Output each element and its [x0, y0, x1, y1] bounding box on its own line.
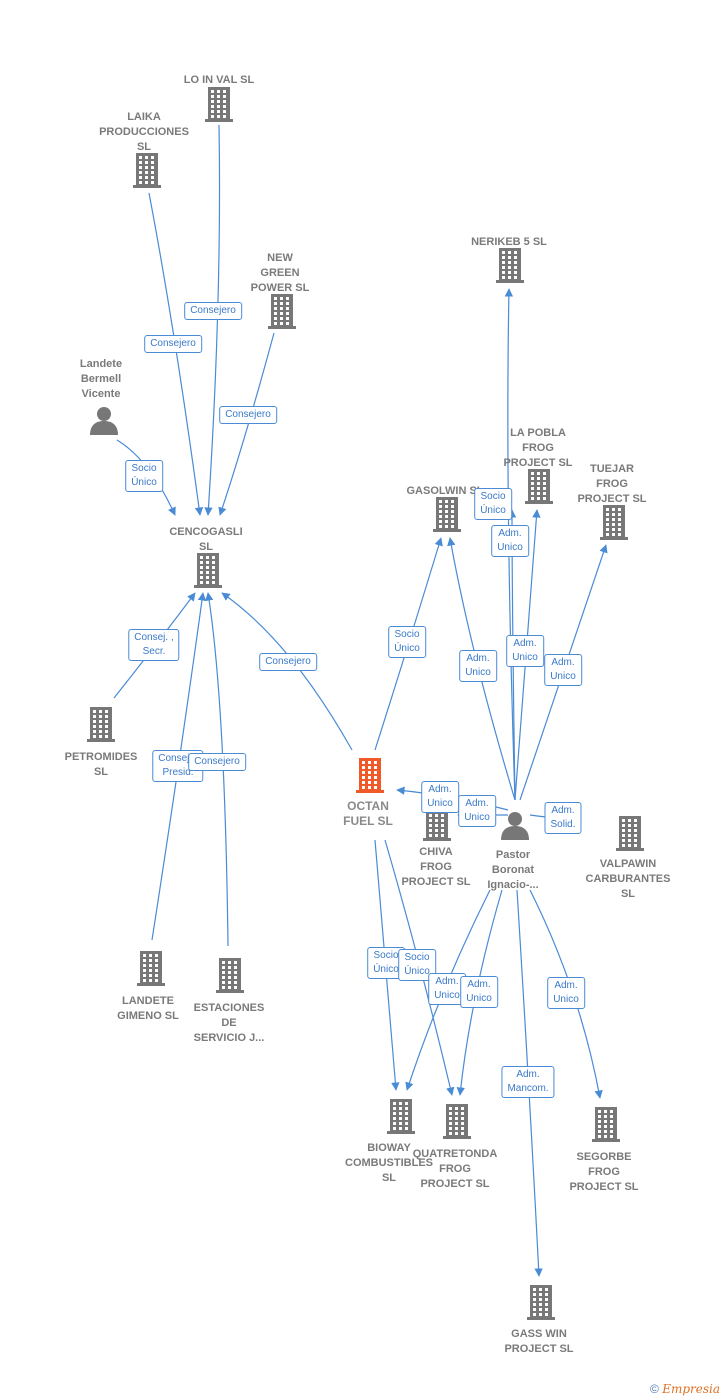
node-label[interactable]: GASOLWIN SL [406, 485, 484, 497]
node-label[interactable]: BIOWAY COMBUSTIBLES SL [345, 1142, 433, 1184]
node-valpawin[interactable]: VALPAWIN CARBURANTES SL [586, 857, 671, 902]
node-quatretonda[interactable]: QUATRETONDA FROG PROJECT SL [413, 1147, 498, 1192]
building-icon[interactable] [600, 504, 628, 540]
edge-octan-cencogasli [221, 592, 353, 751]
node-lapobla[interactable]: LA POBLA FROG PROJECT SL [503, 426, 572, 471]
node-landete_person[interactable]: Landete Bermell Vicente [80, 357, 122, 402]
edge-label[interactable]: Socio Único [388, 626, 426, 658]
footer-brand: © Empresia [650, 1382, 720, 1396]
edge-label[interactable]: Adm. Unico [547, 977, 585, 1009]
node-label[interactable]: TUEJAR FROG PROJECT SL [577, 463, 647, 505]
building-icon[interactable] [496, 247, 524, 283]
edge-label[interactable]: Adm. Unico [460, 976, 498, 1008]
building-icon[interactable] [137, 950, 165, 986]
node-label[interactable]: SEGORBE FROG PROJECT SL [569, 1151, 639, 1193]
building-icon[interactable] [87, 706, 115, 742]
edge-label[interactable]: Consejero [259, 653, 317, 671]
node-label[interactable]: NERIKEB 5 SL [471, 236, 547, 248]
building-icon[interactable] [205, 86, 233, 122]
node-label[interactable]: OCTAN FUEL SL [343, 799, 393, 828]
node-label[interactable]: CENCOGASLI SL [169, 526, 243, 553]
building-icon[interactable] [443, 1103, 471, 1139]
edge-loinval-cencogasli [204, 124, 221, 516]
edge-label[interactable]: Consej. , Secr. [128, 629, 180, 661]
edge-label[interactable]: Adm. Unico [491, 525, 529, 557]
node-label[interactable]: QUATRETONDA FROG PROJECT SL [412, 1148, 498, 1190]
node-label[interactable]: ESTACIONES DE SERVICIO J... [193, 1002, 265, 1044]
edge-label[interactable]: Adm. Solid. [544, 802, 582, 834]
node-loinval[interactable]: LO IN VAL SL [184, 73, 255, 88]
edge-label[interactable]: Consejero [144, 335, 202, 353]
node-pastor[interactable]: Pastor Boronat Ignacio-... [487, 848, 538, 893]
edge-estaciones-cencogasli [205, 592, 229, 947]
edge-label[interactable]: Adm. Unico [544, 654, 582, 686]
building-icon[interactable] [387, 1098, 415, 1134]
edge-label[interactable]: Adm. Unico [458, 795, 496, 827]
node-newgreen[interactable]: NEW GREEN POWER SL [251, 251, 310, 296]
node-estaciones[interactable]: ESTACIONES DE SERVICIO J... [194, 1001, 265, 1046]
node-label[interactable]: Pastor Boronat Ignacio-... [487, 849, 539, 891]
edge-label[interactable]: Consejero [184, 302, 242, 320]
edge-pastor-nerikeb [504, 288, 516, 801]
edges [113, 124, 608, 1277]
node-label[interactable]: GASS WIN PROJECT SL [504, 1328, 574, 1355]
node-octan[interactable]: OCTAN FUEL SL [343, 799, 393, 829]
node-petromides[interactable]: PETROMIDES SL [65, 750, 138, 780]
edge-label[interactable]: Adm. Unico [421, 781, 459, 813]
person-icon[interactable] [500, 810, 530, 840]
node-segorbe[interactable]: SEGORBE FROG PROJECT SL [569, 1150, 638, 1195]
node-bioway[interactable]: BIOWAY COMBUSTIBLES SL [345, 1141, 433, 1186]
building-icon[interactable] [133, 152, 161, 188]
building-icon[interactable] [433, 496, 461, 532]
edge-label[interactable]: Adm. Mancom. [501, 1066, 555, 1098]
node-nerikeb[interactable]: NERIKEB 5 SL [471, 235, 547, 250]
copyright-icon: © [650, 1382, 659, 1396]
node-landete_gimeno[interactable]: LANDETE GIMENO SL [117, 994, 179, 1024]
edge-label[interactable]: Consejero [219, 406, 277, 424]
building-icon[interactable] [268, 293, 296, 329]
node-label[interactable]: PETROMIDES SL [64, 751, 138, 778]
node-label[interactable]: LANDETE GIMENO SL [117, 995, 179, 1022]
edge-label[interactable]: Socio Único [125, 460, 163, 492]
building-icon[interactable] [356, 757, 384, 793]
building-icon[interactable] [527, 1284, 555, 1320]
node-laika[interactable]: LAIKA PRODUCCIONES SL [99, 110, 189, 155]
building-icon[interactable] [194, 552, 222, 588]
node-label[interactable]: CHIVA FROG PROJECT SL [401, 846, 471, 888]
node-label[interactable]: NEW GREEN POWER SL [250, 252, 310, 294]
building-icon[interactable] [616, 815, 644, 851]
node-gasswin[interactable]: GASS WIN PROJECT SL [504, 1327, 573, 1357]
node-label[interactable]: LO IN VAL SL [183, 74, 255, 86]
edge-label[interactable]: Adm. Unico [459, 650, 497, 682]
node-label[interactable]: LA POBLA FROG PROJECT SL [503, 427, 573, 469]
person-icon[interactable] [89, 405, 119, 435]
building-icon[interactable] [592, 1106, 620, 1142]
node-tuejar[interactable]: TUEJAR FROG PROJECT SL [577, 462, 646, 507]
building-icon[interactable] [216, 957, 244, 993]
node-cencogasli[interactable]: CENCOGASLI SL [169, 525, 242, 555]
edge-label[interactable]: Socio Único [474, 488, 512, 520]
edge-label[interactable]: Consejero [188, 753, 246, 771]
building-icon[interactable] [423, 805, 451, 841]
node-gasolwin[interactable]: GASOLWIN SL [407, 484, 484, 499]
edge-label[interactable]: Adm. Unico [506, 635, 544, 667]
node-label[interactable]: VALPAWIN CARBURANTES SL [585, 858, 671, 900]
node-label[interactable]: LAIKA PRODUCCIONES SL [99, 111, 189, 153]
edge-newgreen-cencogasli [218, 332, 275, 516]
edge-pastor-lapobla [514, 509, 541, 801]
node-label[interactable]: Landete Bermell Vicente [79, 358, 123, 400]
building-icon[interactable] [525, 468, 553, 504]
node-chiva[interactable]: CHIVA FROG PROJECT SL [401, 845, 470, 890]
brand-logo: Empresia [662, 1382, 720, 1396]
